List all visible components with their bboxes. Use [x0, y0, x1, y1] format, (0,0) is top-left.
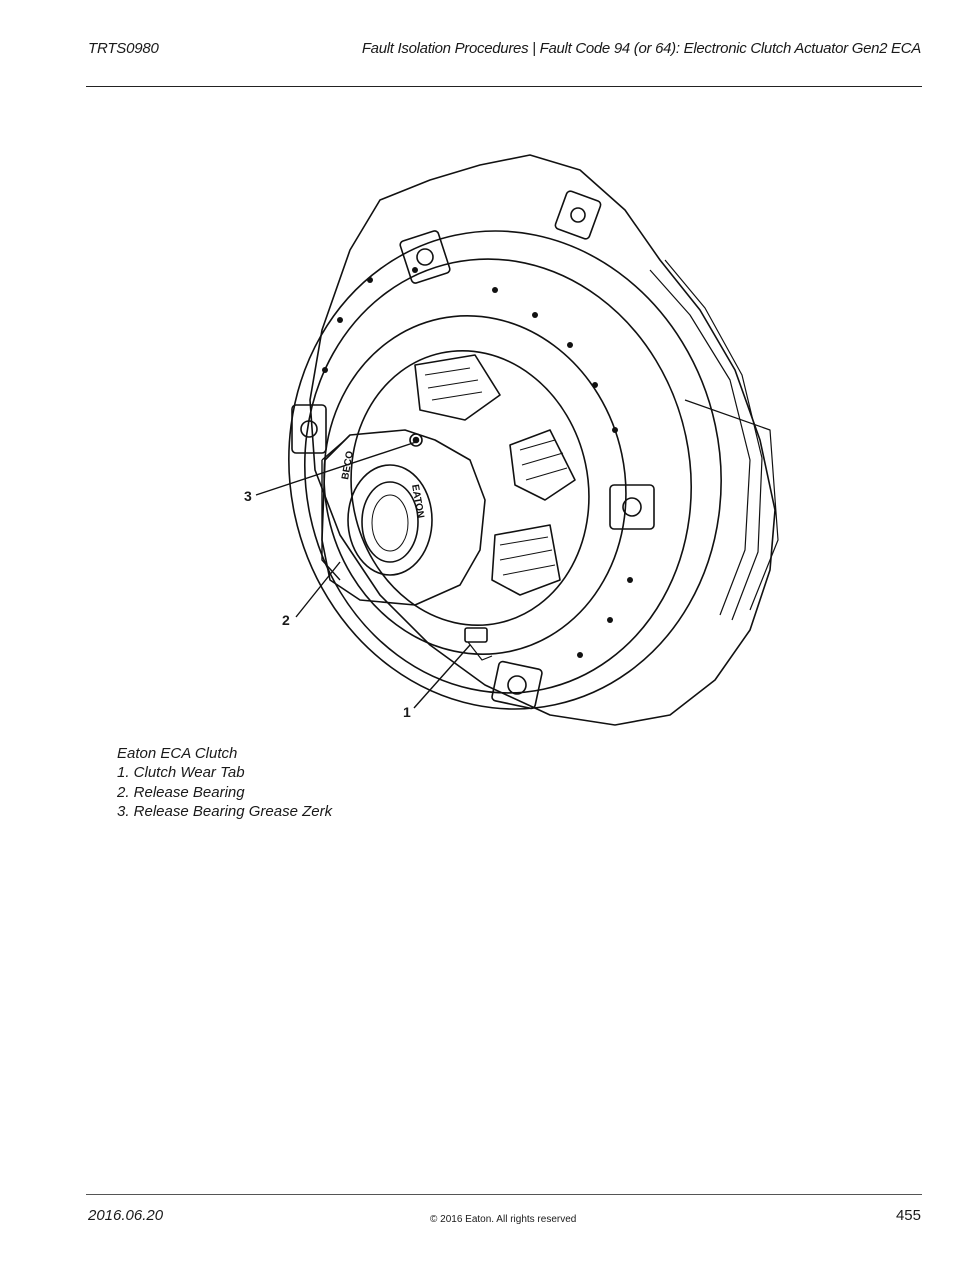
- rivet-holes: [322, 267, 633, 658]
- callout-1: 1: [403, 704, 411, 720]
- spring-window-bottom: [491, 524, 561, 596]
- mounting-lugs: [291, 190, 655, 710]
- cover-plate-ring: [288, 230, 722, 710]
- document-id: TRTS0980: [88, 40, 159, 57]
- bearing-brand-text: EATON: [409, 484, 426, 519]
- page-number: 455: [895, 1207, 921, 1224]
- footer-copyright: © 2016 Eaton. All rights reserved: [430, 1214, 577, 1225]
- footer-rule: [86, 1194, 922, 1195]
- footer-date: 2016.06.20: [88, 1207, 164, 1224]
- header-rule: [86, 86, 922, 87]
- leader-line-3: [255, 441, 417, 496]
- caption-item: 1. Clutch Wear Tab: [117, 764, 245, 782]
- clutch-wear-tab: [464, 627, 488, 643]
- bearing-bore: [347, 464, 433, 576]
- caption-item: 2. Release Bearing: [117, 783, 245, 801]
- clutch-illustration: EATON BECO: [255, 154, 779, 726]
- caption-title: Eaton ECA Clutch: [117, 745, 238, 762]
- callout-3: 3: [244, 488, 252, 504]
- bearing-flange: [321, 439, 346, 581]
- figure-caption: Eaton ECA Clutch 1. Clutch Wear Tab 2. R…: [117, 744, 332, 821]
- caption-item: 3. Release Bearing Grease Zerk: [117, 802, 333, 820]
- housing-outline: [309, 154, 776, 726]
- spring-window-right: [509, 429, 576, 501]
- pressure-plate: [323, 315, 627, 655]
- spring-window-top: [414, 354, 501, 421]
- release-bearing-housing: [321, 429, 486, 606]
- leader-line-2: [295, 561, 341, 618]
- section-title: Fault Isolation Procedures | Fault Code …: [361, 40, 921, 57]
- grease-zerk: [409, 433, 423, 447]
- leader-line-1: [413, 644, 471, 709]
- callout-2: 2: [282, 612, 290, 628]
